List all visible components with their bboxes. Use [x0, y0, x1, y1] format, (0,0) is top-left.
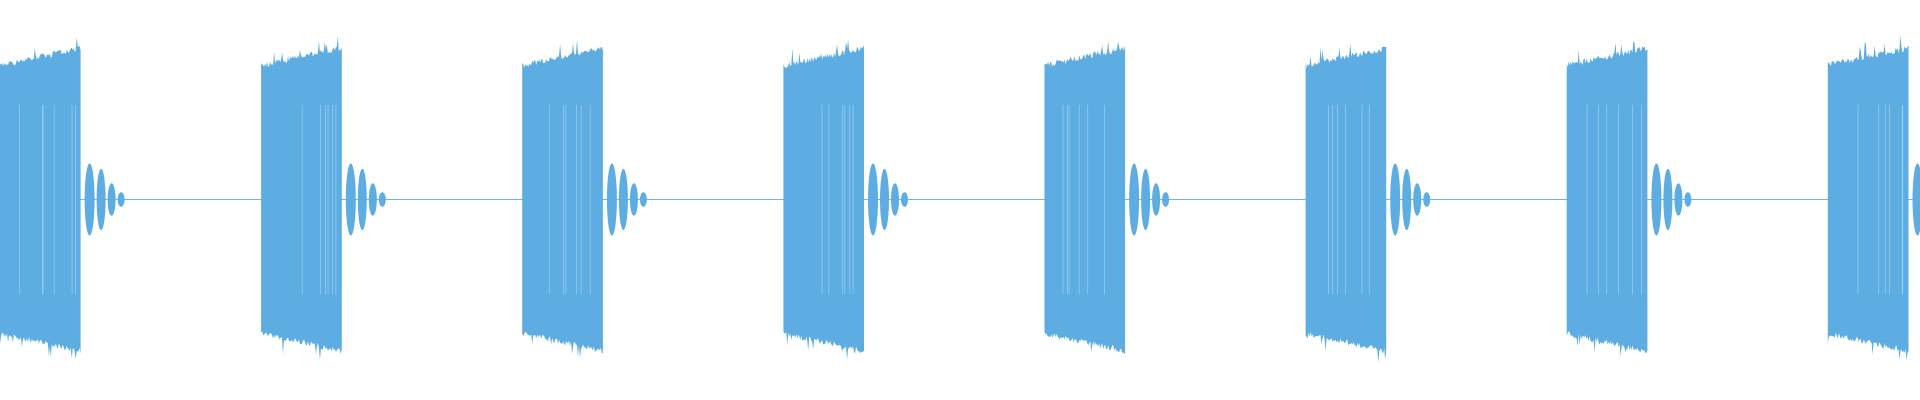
waveform-tail-lobe: [1423, 192, 1431, 207]
waveform-tail-lobe: [84, 163, 95, 236]
waveform-burst-2: [261, 36, 386, 360]
waveform-tail-lobe: [1663, 168, 1673, 231]
waveform-tail-lobe: [606, 163, 617, 236]
waveform-burst-6: [1305, 43, 1431, 363]
waveform-tail-lobe: [96, 168, 106, 231]
waveform-tail-lobe: [1651, 163, 1662, 236]
waveform-bursts: [0, 35, 1920, 363]
waveform-burst-body: [1044, 41, 1126, 355]
waveform-tail-lobe: [1912, 163, 1920, 236]
waveform-tail-lobe: [629, 183, 638, 216]
waveform-tail-lobe: [1129, 163, 1140, 236]
waveform-tail-lobe: [1684, 192, 1692, 207]
waveform-tail-lobe: [1402, 168, 1412, 231]
waveform-tail-lobe: [368, 183, 377, 216]
waveform-burst-body: [1827, 35, 1909, 361]
waveform-burst-8: [1827, 35, 1920, 361]
waveform-burst-4: [783, 39, 908, 360]
waveform-tail-lobe: [891, 183, 899, 216]
waveform-tail-lobe: [880, 168, 889, 231]
waveform-burst-body: [522, 39, 603, 358]
waveform-burst-7: [1566, 41, 1692, 357]
waveform-burst-body: [0, 37, 81, 359]
waveform-tail-lobe: [1413, 183, 1422, 216]
waveform-tail-lobe: [107, 183, 116, 216]
waveform-burst-1: [0, 37, 125, 359]
waveform-tail-lobe: [1141, 168, 1151, 231]
waveform-tail-lobe: [117, 192, 125, 207]
waveform-burst-body: [783, 39, 864, 360]
waveform-tail-lobe: [618, 168, 628, 231]
waveform-tail-lobe: [357, 168, 367, 231]
waveform-burst-3: [522, 39, 647, 358]
waveform-burst-body: [261, 36, 342, 360]
waveform-tail-lobe: [1390, 163, 1401, 236]
waveform-tail-lobe: [1674, 183, 1683, 216]
waveform-tail-lobe: [378, 192, 386, 207]
waveform-tail-lobe: [868, 163, 878, 236]
waveform-tail-lobe: [1162, 192, 1170, 207]
waveform-tail-lobe: [901, 192, 908, 207]
waveform-tail-lobe: [639, 192, 647, 207]
waveform-tail-lobe: [345, 163, 356, 236]
waveform-burst-5: [1044, 41, 1170, 355]
waveform-tail-lobe: [1152, 183, 1161, 216]
waveform-burst-body: [1566, 41, 1648, 357]
waveform-burst-body: [1305, 43, 1387, 363]
